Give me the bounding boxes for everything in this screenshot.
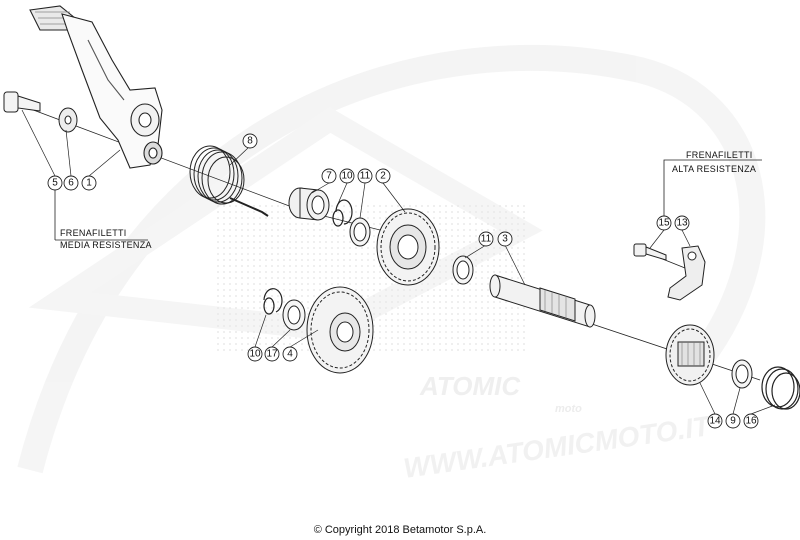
lever-washer xyxy=(58,107,78,133)
guide-screw xyxy=(633,243,667,261)
svg-text:3: 3 xyxy=(502,234,508,245)
svg-text:5: 5 xyxy=(52,178,58,189)
watermark-brand: ATOMIC xyxy=(419,371,521,401)
callout-3: 3 xyxy=(497,231,513,247)
note-left-line1: FRENAFILETTI xyxy=(60,228,127,238)
callout-1: 1 xyxy=(81,175,97,191)
note-right-line2: ALTA RESISTENZA xyxy=(672,164,756,174)
callout-2: 2 xyxy=(375,168,391,184)
svg-text:10: 10 xyxy=(341,171,353,182)
svg-text:17: 17 xyxy=(266,349,278,360)
callout-6: 6 xyxy=(63,175,79,191)
return-spring xyxy=(189,145,269,217)
watermark-sub: moto xyxy=(555,403,582,415)
svg-text:7: 7 xyxy=(326,171,332,182)
svg-text:6: 6 xyxy=(68,178,74,189)
callout-7: 7 xyxy=(321,168,337,184)
callouts: 5 6 1 8 7 10 11 2 11 3 10 17 4 14 9 16 1… xyxy=(47,133,759,429)
lever-bolt xyxy=(3,91,41,113)
callout-leaders xyxy=(21,109,776,415)
callout-5: 5 xyxy=(47,175,63,191)
ratchet-gear xyxy=(665,324,715,386)
kick-shaft xyxy=(489,274,596,328)
washer-lower xyxy=(282,299,306,331)
callout-10-lower: 10 xyxy=(247,346,263,362)
washer-upper xyxy=(349,217,371,247)
svg-text:15: 15 xyxy=(658,218,670,229)
note-right-line1: FRENAFILETTI xyxy=(686,150,753,160)
callout-17: 17 xyxy=(264,346,280,362)
callout-16: 16 xyxy=(743,413,759,429)
callout-14: 14 xyxy=(707,413,723,429)
kick-gear-lower xyxy=(306,286,374,374)
callout-9: 9 xyxy=(725,413,741,429)
callout-8: 8 xyxy=(242,133,258,149)
callout-11-middle: 11 xyxy=(478,231,494,247)
svg-text:8: 8 xyxy=(247,136,253,147)
svg-text:16: 16 xyxy=(745,416,757,427)
svg-text:2: 2 xyxy=(380,171,386,182)
callout-10-upper: 10 xyxy=(339,168,355,184)
svg-text:4: 4 xyxy=(287,349,293,360)
svg-text:9: 9 xyxy=(730,416,736,427)
washer-middle xyxy=(452,255,474,285)
kick-start-lever xyxy=(29,5,163,169)
kick-gear-upper xyxy=(376,208,440,286)
spring-ring xyxy=(761,366,800,410)
watermark-url: WWW.ATOMICMOTO.IT xyxy=(402,410,715,484)
svg-text:11: 11 xyxy=(481,234,492,245)
svg-text:14: 14 xyxy=(709,416,721,427)
svg-text:10: 10 xyxy=(249,349,261,360)
callout-4: 4 xyxy=(282,346,298,362)
note-brackets xyxy=(54,159,762,241)
washer-ratchet xyxy=(731,359,753,389)
note-left-line2: MEDIA RESISTENZA xyxy=(60,240,152,250)
svg-text:11: 11 xyxy=(360,171,371,182)
ratchet-guide-plate xyxy=(667,245,706,301)
svg-text:13: 13 xyxy=(676,218,688,229)
svg-text:1: 1 xyxy=(86,178,92,189)
bushing xyxy=(288,187,330,221)
circlip-lower xyxy=(263,288,283,315)
copyright-notice: © Copyright 2018 Betamotor S.p.A. xyxy=(313,524,487,536)
callout-13: 13 xyxy=(674,215,690,231)
callout-15: 15 xyxy=(656,215,672,231)
callout-11-upper: 11 xyxy=(357,168,373,184)
